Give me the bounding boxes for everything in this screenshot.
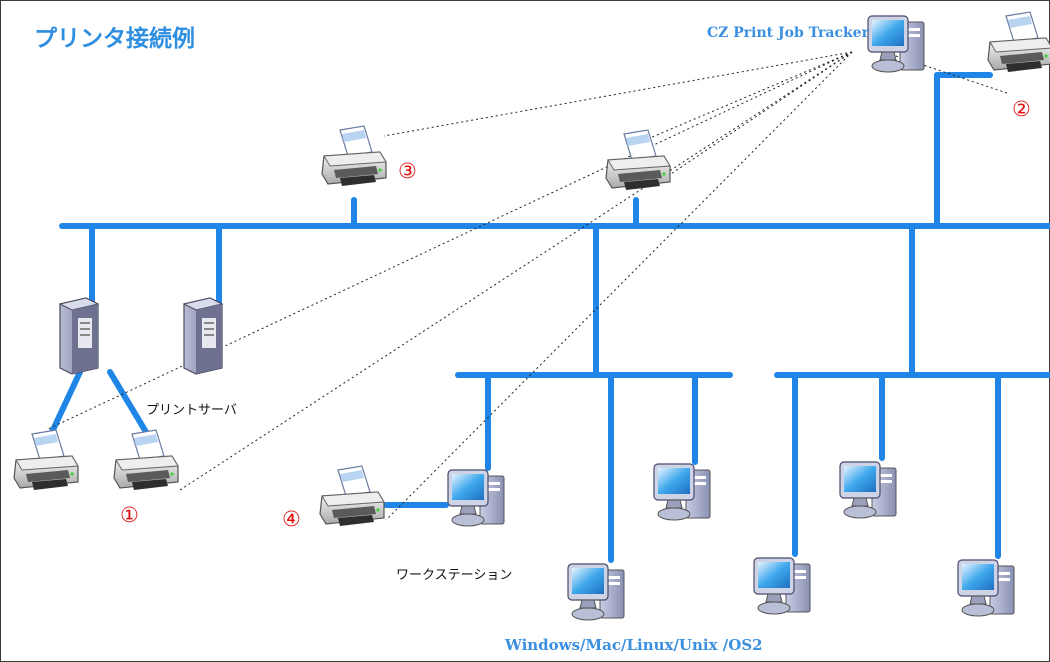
track-link-printer1 [179, 51, 853, 491]
monitoring-links [45, 51, 1011, 521]
server1-icon [59, 297, 99, 375]
marker-4: ④ [282, 507, 301, 531]
printer-left-icon [13, 429, 79, 491]
printer2-icon [987, 11, 1050, 73]
marker-1: ① [120, 503, 139, 527]
pc-icon-6 [957, 559, 1015, 617]
pc-icon-2 [567, 563, 625, 621]
track-link-printer3 [383, 51, 853, 137]
printer1-icon [113, 429, 179, 491]
printer3-icon [321, 125, 387, 187]
server1-to-printer1 [107, 369, 149, 435]
track-link-printer4 [385, 51, 853, 521]
marker-2: ② [1012, 97, 1031, 121]
network-lines [49, 72, 1050, 563]
pc-icon-3 [653, 463, 711, 521]
marker-3: ③ [398, 159, 417, 183]
print-server-label: プリントサーバ [146, 403, 237, 418]
printer4-icon [319, 465, 385, 527]
os-label: Windows/Mac/Linux/Unix /OS2 [504, 636, 763, 654]
server1-to-printer-left [49, 369, 83, 435]
pc-icon-5 [839, 461, 897, 519]
pc-icon-4 [753, 557, 811, 615]
workstation-label: ワークステーション [396, 568, 512, 583]
track-link-center-printer-2 [661, 51, 853, 181]
track-link-center-printer [649, 51, 853, 139]
tracker-pc-icon [867, 15, 925, 73]
server2-icon [183, 297, 223, 375]
center-printer-icon [605, 129, 671, 191]
diagram-title: プリンタ接続例 [34, 25, 195, 52]
tracker-label: CZ Print Job Tracker [707, 25, 870, 41]
workstation-icon [447, 469, 505, 527]
track-link-printer-left [45, 51, 853, 431]
